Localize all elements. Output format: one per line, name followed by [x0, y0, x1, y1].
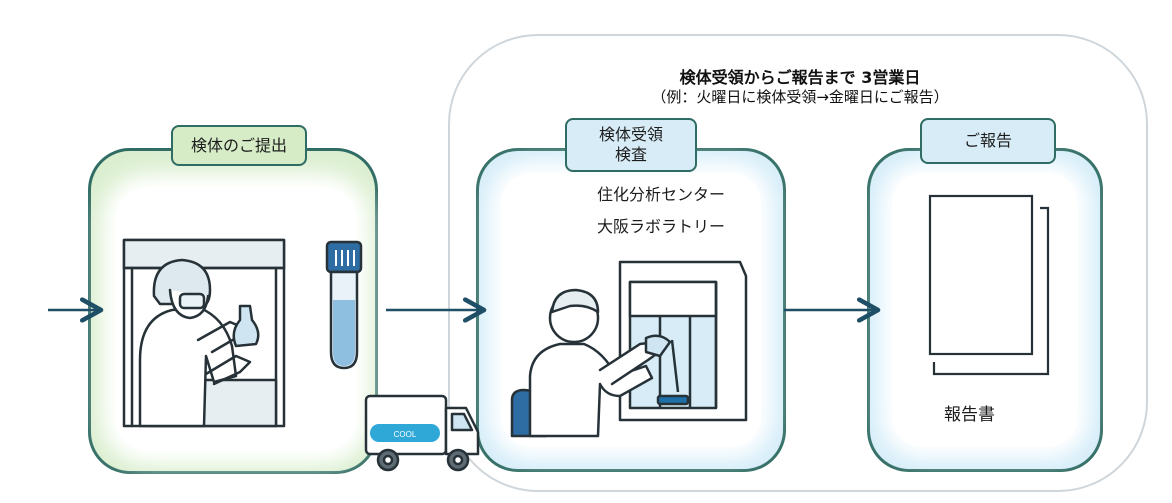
inspection-label: 検体受領 検査	[565, 118, 697, 172]
inspection-label-line1: 検体受領	[598, 125, 663, 144]
report-label-text: ご報告	[963, 131, 1012, 150]
submission-label-text: 検体のご提出	[190, 135, 287, 155]
clean-bench-worker-icon	[122, 238, 286, 428]
truck-text: COOL	[394, 430, 417, 439]
turnaround-example: （例：火曜日に検体受領→金曜日にご報告）	[651, 88, 949, 106]
sample-tube-icon	[325, 240, 363, 370]
report-document-label: 報告書	[944, 405, 995, 425]
cool-truck-icon	[364, 394, 480, 472]
turnaround-title: 検体受領からご報告まで 3営業日	[679, 68, 921, 87]
report-label-box: ご報告	[920, 118, 1056, 164]
technician-icon	[510, 288, 672, 438]
lab-name-line2: 大阪ラボラトリー	[597, 217, 726, 236]
inspection-label-line2: 検査	[614, 145, 647, 164]
submission-label: 検体のご提出	[171, 125, 307, 166]
lab-name-line1: 住化分析センター	[597, 185, 726, 204]
fume-hood-icon	[618, 260, 748, 422]
report-document-icon	[928, 194, 1050, 376]
